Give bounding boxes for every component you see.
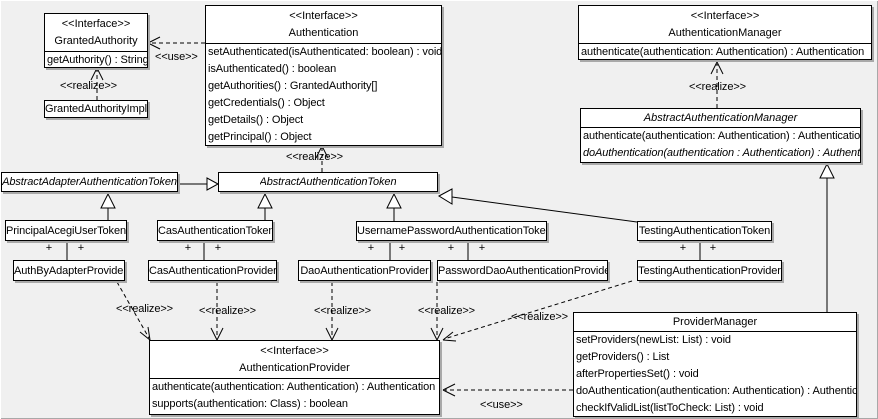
class-name: AbstractAuthenticationManager [643, 112, 798, 124]
method-label: setAuthenticated(isAuthenticated: boolea… [208, 46, 441, 58]
association-end-plus: + [447, 242, 455, 254]
generalization-principal-token-to-adapter-token[interactable] [100, 192, 116, 220]
method-label: doAuthentication(authentication: Authent… [576, 385, 856, 397]
class-name: PasswordDaoAuthenticationProvider [438, 264, 607, 277]
class-authentication-manager[interactable]: <<Interface>> AuthenticationManager auth… [578, 5, 872, 60]
association-end-plus: + [679, 242, 687, 254]
class-name: GrantedAuthority [54, 35, 138, 47]
use-provider-manager-to-authentication-provider[interactable] [442, 383, 573, 397]
class-username-password-authentication-token[interactable]: UsernamePasswordAuthenticationToken [356, 221, 547, 241]
method-label: getDetails() : Object [208, 114, 304, 126]
realize-label: <<realize>> [286, 151, 343, 163]
class-name: TestingAuthenticationProvider [638, 264, 781, 277]
class-testing-authentication-provider[interactable]: TestingAuthenticationProvider [637, 260, 782, 281]
method-label: getProviders() : List [576, 351, 670, 363]
class-name: Authentication [288, 27, 359, 39]
association-end-plus: + [45, 242, 53, 254]
method-label: setProviders(newList: List) : void [576, 334, 731, 346]
class-name: CasAuthenticationProvider [149, 264, 276, 277]
method-label: getPrincipal() : Object [208, 131, 312, 143]
class-name: ProviderManager [672, 316, 758, 328]
class-name: AuthenticationProvider [239, 362, 350, 374]
method-label: afterPropertiesSet() : void [576, 368, 699, 380]
method-label: checkIfValidList(listToCheck: List) : vo… [576, 402, 764, 414]
class-password-dao-authentication-provider[interactable]: PasswordDaoAuthenticationProvider [437, 260, 608, 281]
method-label: getAuthority() : String [47, 54, 147, 66]
generalization-testing-token-to-abstract-token[interactable] [437, 188, 638, 223]
method-label: isAuthenticated() : boolean [208, 63, 337, 75]
method-label: authenticate(authentication: Authenticat… [152, 381, 436, 393]
class-abstract-authentication-manager[interactable]: AbstractAuthenticationManager authentica… [580, 108, 861, 163]
association-end-plus: + [77, 242, 85, 254]
realize-label: <<realize>> [418, 305, 475, 317]
method-label: authenticate(authentication: Authenticat… [583, 130, 860, 142]
class-provider-manager[interactable]: ProviderManager setProviders(newList: Li… [573, 312, 857, 417]
use-label: <<use>> [480, 399, 523, 411]
class-name: CasAuthenticationToken [158, 224, 272, 237]
class-abstract-authentication-token[interactable]: AbstractAuthenticationToken [218, 172, 438, 192]
realize-label: <<realize>> [116, 303, 173, 315]
class-name: GrantedAuthorityImpl [45, 103, 147, 115]
generalization-provider-manager-to-abstract-manager[interactable] [819, 162, 835, 312]
method-label: getCredentials() : Object [208, 97, 325, 109]
class-name: DaoAuthenticationProvider [300, 264, 429, 277]
association-end-plus: + [398, 242, 406, 254]
association-end-plus: + [214, 242, 222, 254]
class-dao-authentication-provider[interactable]: DaoAuthenticationProvider [298, 260, 431, 281]
realize-label: <<realize>> [199, 305, 256, 317]
realize-label: <<realize>> [689, 81, 746, 93]
method-label: authenticate(authentication: Authenticat… [581, 46, 865, 58]
realize-authby-provider-to-authentication-provider[interactable] [116, 281, 151, 341]
class-name: AbstractAuthenticationToken [259, 176, 397, 188]
class-cas-authentication-token[interactable]: CasAuthenticationToken [157, 220, 273, 241]
association-end-plus: + [367, 242, 375, 254]
class-name: AbstractAdapterAuthenticationToken [2, 176, 177, 188]
association-end-plus: + [184, 242, 192, 254]
method-label: getAuthorities() : GrantedAuthority[] [208, 80, 378, 92]
association-end-plus: + [478, 242, 486, 254]
realize-testing-provider-to-authentication-provider[interactable] [442, 280, 633, 342]
realize-impl-to-granted-authority[interactable] [90, 67, 104, 100]
method-label: supports(authentication: Class) : boolea… [152, 398, 348, 410]
stereotype-label: <<Interface>> [61, 18, 131, 30]
stereotype-label: <<Interface>> [289, 10, 358, 22]
stereotype-label: <<Interface>> [260, 345, 329, 357]
class-principal-acegi-user-token[interactable]: PrincipalAcegiUserToken [5, 220, 127, 241]
generalization-cas-token-to-abstract-token[interactable] [257, 192, 273, 220]
class-authentication[interactable]: <<Interface>> Authentication setAuthenti… [205, 5, 442, 146]
class-name: AuthenticationManager [668, 27, 782, 39]
class-name: AuthByAdapterProvider [14, 264, 124, 277]
class-abstract-adapter-authentication-token[interactable]: AbstractAdapterAuthenticationToken [1, 172, 178, 192]
class-name: PrincipalAcegiUserToken [6, 224, 126, 237]
realize-cas-provider-to-authentication-provider[interactable] [210, 282, 224, 341]
realize-abstract-token-to-authentication[interactable] [315, 145, 329, 172]
realize-passworddao-provider-to-authentication-provider[interactable] [430, 282, 444, 341]
method-label: doAuthentication(authentication : Authen… [583, 147, 860, 159]
class-cas-authentication-provider[interactable]: CasAuthenticationProvider [148, 260, 277, 281]
class-name: TestingAuthenticationToken [638, 225, 771, 237]
generalization-adapter-token-to-abstract-token[interactable] [178, 177, 220, 191]
realize-label: <<realize>> [314, 305, 371, 317]
realize-dao-provider-to-authentication-provider[interactable] [325, 282, 339, 341]
class-auth-by-adapter-provider[interactable]: AuthByAdapterProvider [13, 260, 125, 281]
realize-abstract-manager-to-authentication-manager[interactable] [710, 61, 724, 108]
class-authentication-provider[interactable]: <<Interface>> AuthenticationProvider aut… [149, 340, 440, 415]
generalization-username-token-to-abstract-token[interactable] [386, 192, 402, 221]
class-testing-authentication-token[interactable]: TestingAuthenticationToken [637, 221, 772, 241]
stereotype-label: <<Interface>> [690, 10, 760, 22]
class-granted-authority-impl[interactable]: GrantedAuthorityImpl [44, 100, 148, 118]
association-end-plus: + [709, 242, 717, 254]
use-label: <<use>> [155, 51, 198, 63]
class-name: UsernamePasswordAuthenticationToken [357, 225, 546, 237]
class-granted-authority[interactable]: <<Interface>> GrantedAuthority getAuthor… [44, 13, 148, 68]
realize-label: <<realize>> [511, 311, 568, 323]
use-authentication-to-granted-authority[interactable] [147, 36, 205, 50]
realize-label: <<realize>> [60, 80, 117, 92]
